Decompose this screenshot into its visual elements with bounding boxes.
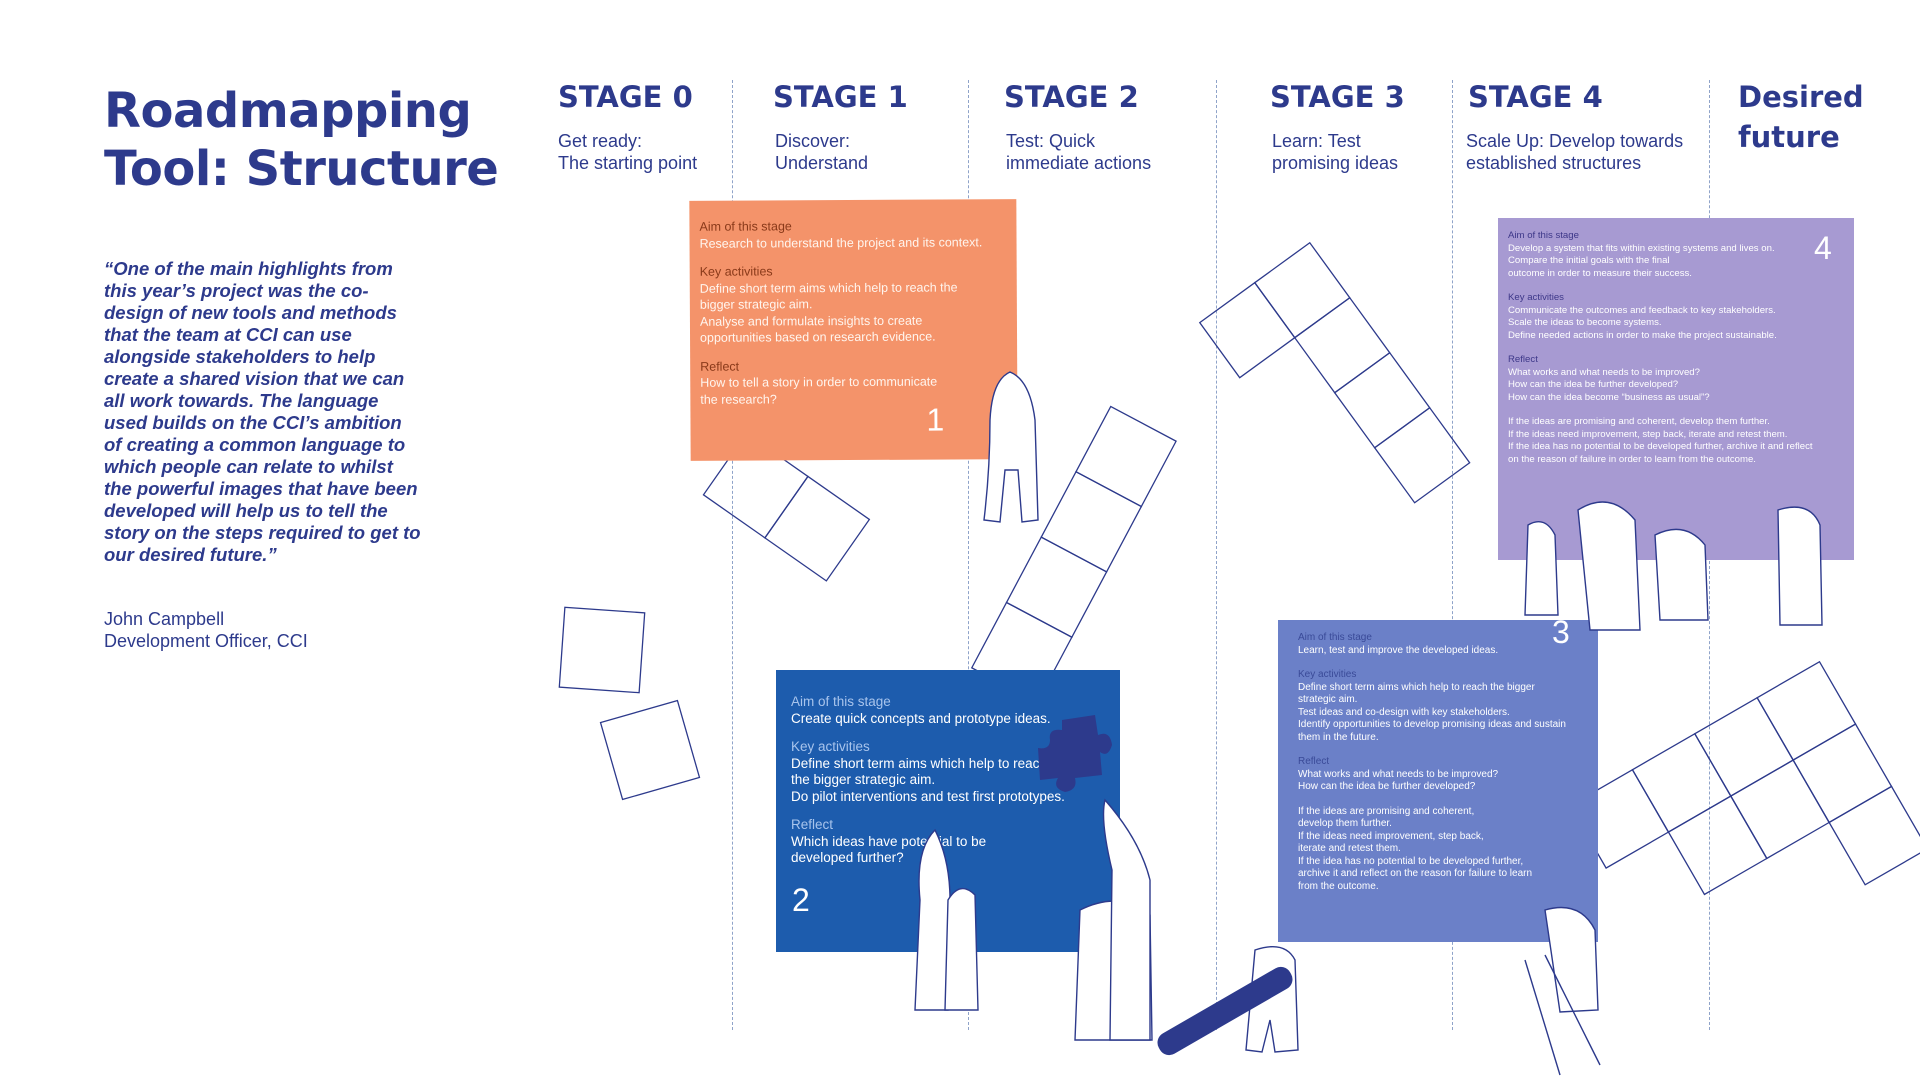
figure-icon <box>1777 506 1823 626</box>
page-title: Roadmapping Tool: Structure <box>104 83 499 197</box>
stage-3-card: Aim of this stage Learn, test and improv… <box>1278 617 1598 942</box>
ladder-icon <box>1544 954 1601 1066</box>
stage-1-subtitle: Discover:Understand <box>775 131 869 173</box>
figure-icon <box>1577 501 1641 631</box>
figure-icon <box>944 887 979 1011</box>
stage-divider <box>732 80 733 1030</box>
puzzle-piece-icon <box>1198 241 1471 504</box>
stage-1-heading: STAGE 1 <box>773 80 908 114</box>
stage-divider <box>1452 80 1453 1030</box>
stage-2-card: Aim of this stage Create quick concepts … <box>776 670 1120 952</box>
stage-0-heading: STAGE 0 <box>558 80 693 114</box>
stage-number: 2 <box>792 882 810 918</box>
puzzle-piece-icon <box>599 699 701 801</box>
figure-icon <box>1544 906 1599 1013</box>
figure-icon <box>1524 521 1559 616</box>
stage-2-heading: STAGE 2 <box>1004 80 1139 114</box>
figure-icon <box>1102 798 1151 1041</box>
attribution-role: Development Officer, CCI <box>104 631 308 651</box>
desired-future-heading: Desired <box>1738 80 1864 114</box>
stage-4-heading: STAGE 4 <box>1468 80 1603 114</box>
stage-divider <box>1216 80 1217 1030</box>
testimonial-quote: “One of the main highlights from this ye… <box>104 258 421 565</box>
puzzle-piece-icon <box>1569 660 1920 896</box>
desired-future-subheading: future <box>1738 120 1840 154</box>
puzzle-piece-icon <box>558 606 646 694</box>
ladder-icon <box>1524 959 1561 1076</box>
figure-icon <box>1654 528 1709 621</box>
stage-3-heading: STAGE 3 <box>1270 80 1405 114</box>
attribution-name: John Campbell <box>104 609 225 629</box>
stage-divider <box>968 80 969 1030</box>
puzzle-piece-icon <box>1038 715 1112 792</box>
figure-icon <box>914 828 951 1011</box>
pencil-icon <box>1157 966 1293 1056</box>
stage-4-card: Aim of this stage Develop a system that … <box>1498 218 1854 560</box>
stage-0-subtitle: Get ready:The starting point <box>558 131 698 173</box>
figure-icon <box>983 371 1039 523</box>
